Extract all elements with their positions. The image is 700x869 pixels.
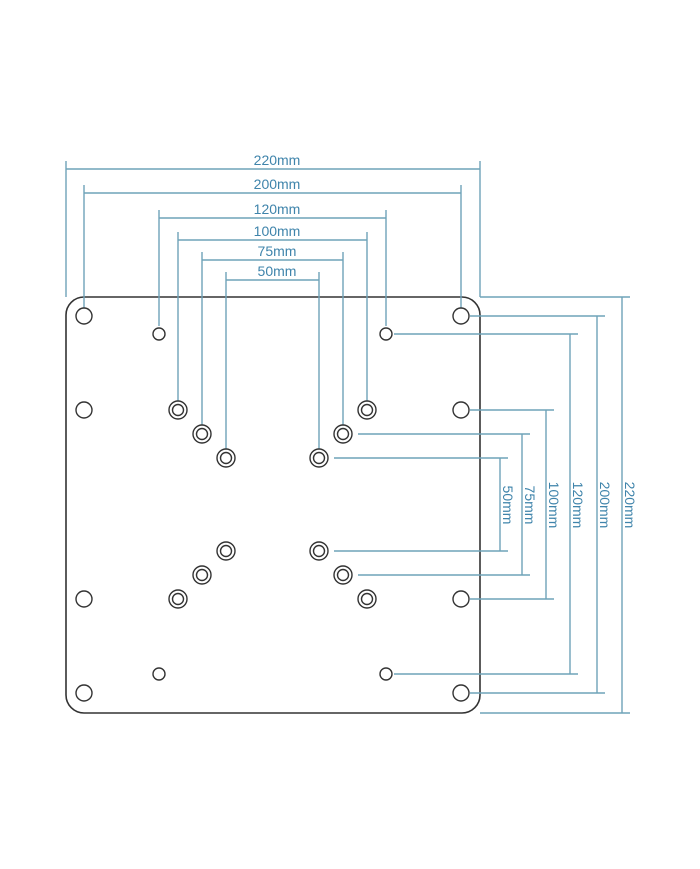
countersunk-hole-inner: [336, 427, 350, 441]
countersunk-hole: [192, 424, 212, 444]
countersunk-hole: [333, 565, 353, 585]
vertical-dimension-label: 75mm: [522, 486, 538, 525]
mounting-hole: [75, 590, 93, 608]
mounting-plate: [65, 296, 481, 714]
vertical-dimension-label: 50mm: [500, 486, 516, 525]
countersunk-hole: [216, 541, 236, 561]
countersunk-hole-inner: [195, 427, 209, 441]
mounting-hole: [75, 401, 93, 419]
vertical-dimension-label: 220mm: [622, 482, 638, 529]
countersunk-hole: [309, 448, 329, 468]
mounting-hole: [75, 307, 93, 325]
vertical-dimension-label: 200mm: [597, 482, 613, 529]
mounting-hole-small: [379, 667, 393, 681]
countersunk-hole-inner: [336, 568, 350, 582]
countersunk-hole-inner: [312, 544, 326, 558]
mounting-hole-small: [152, 667, 166, 681]
countersunk-hole-inner: [360, 403, 374, 417]
horizontal-dimension-label: 75mm: [258, 243, 297, 259]
countersunk-hole-inner: [219, 544, 233, 558]
vertical-dimension-label: 120mm: [570, 482, 586, 529]
vertical-dimension-label: 100mm: [546, 482, 562, 529]
horizontal-dimension-label: 200mm: [254, 176, 301, 192]
horizontal-dimension-label: 220mm: [254, 152, 301, 168]
mounting-hole: [452, 684, 470, 702]
horizontal-dimension-label: 100mm: [254, 223, 301, 239]
countersunk-hole: [192, 565, 212, 585]
mounting-hole-small: [152, 327, 166, 341]
countersunk-hole: [309, 541, 329, 561]
horizontal-dimension-label: 120mm: [254, 201, 301, 217]
mounting-hole: [452, 401, 470, 419]
countersunk-hole: [168, 400, 188, 420]
countersunk-hole: [357, 400, 377, 420]
countersunk-hole: [357, 589, 377, 609]
horizontal-dimension-label: 50mm: [258, 263, 297, 279]
countersunk-hole-inner: [219, 451, 233, 465]
countersunk-hole-inner: [171, 403, 185, 417]
mounting-hole: [452, 307, 470, 325]
mounting-hole: [75, 684, 93, 702]
countersunk-hole-inner: [195, 568, 209, 582]
countersunk-hole: [168, 589, 188, 609]
countersunk-hole: [216, 448, 236, 468]
mounting-hole-small: [379, 327, 393, 341]
countersunk-hole-inner: [312, 451, 326, 465]
countersunk-hole-inner: [171, 592, 185, 606]
countersunk-hole: [333, 424, 353, 444]
mounting-hole: [452, 590, 470, 608]
countersunk-hole-inner: [360, 592, 374, 606]
